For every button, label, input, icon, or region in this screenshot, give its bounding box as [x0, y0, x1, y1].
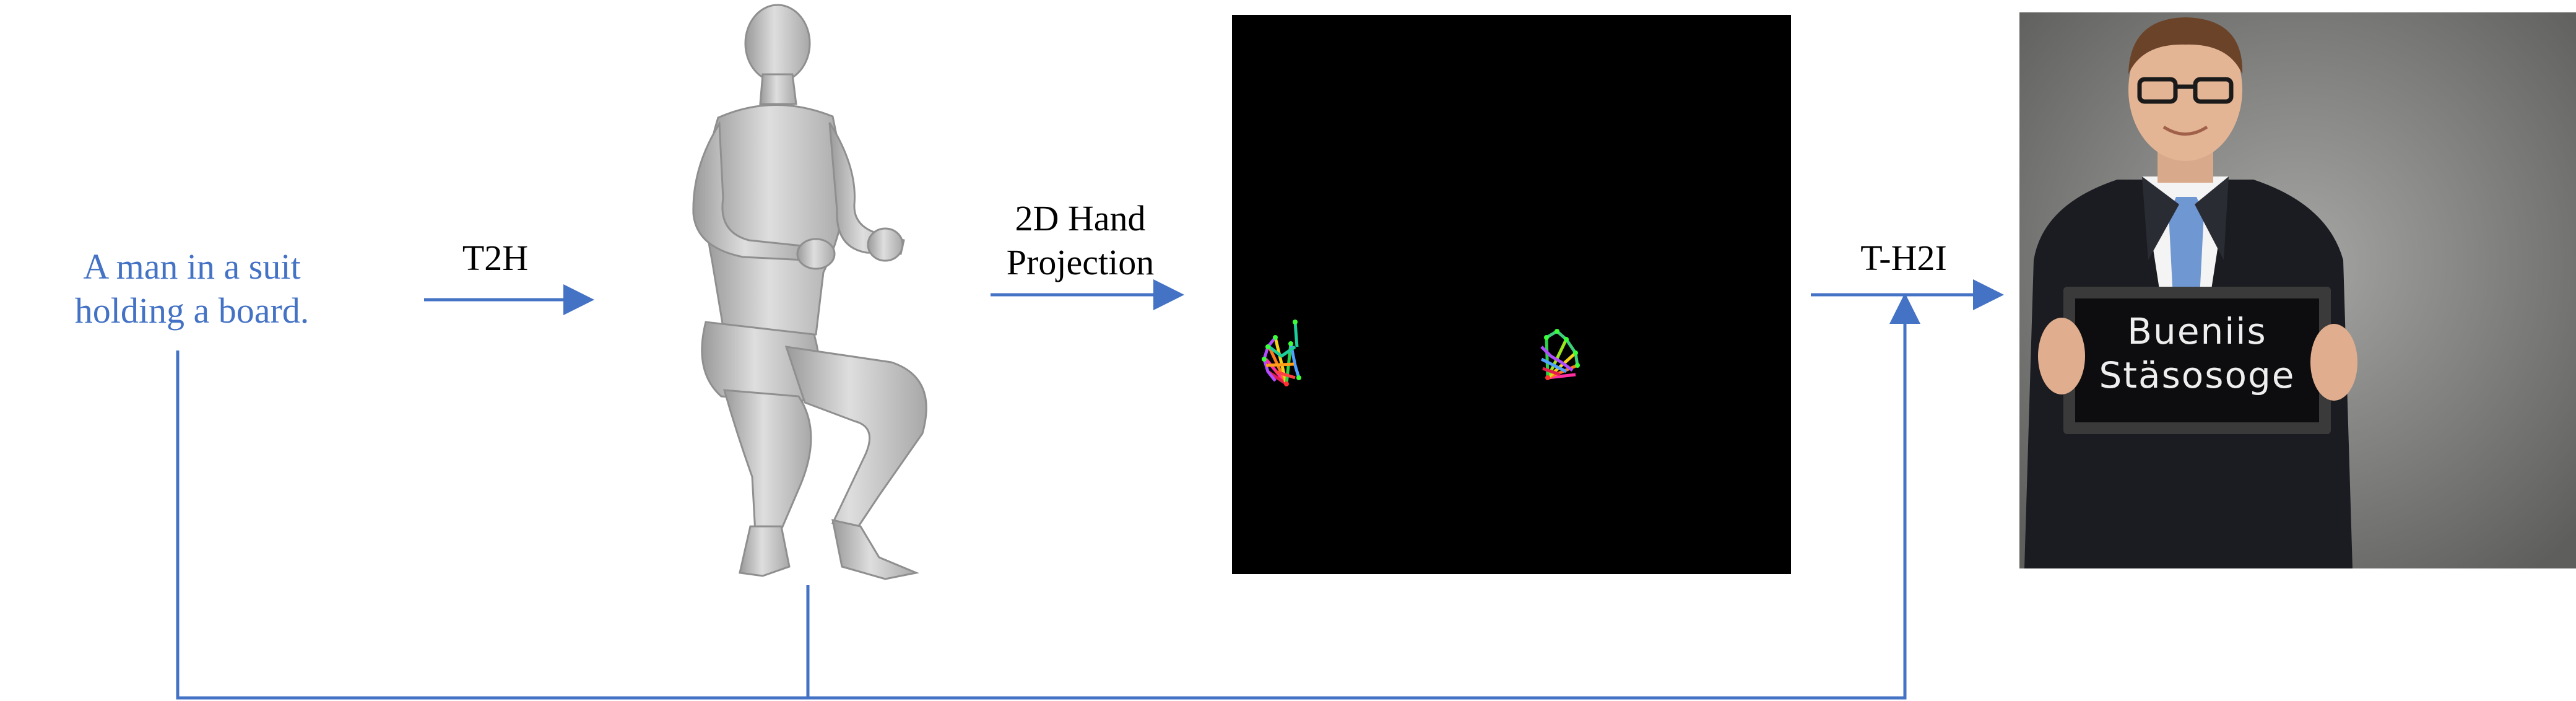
right-hand [2310, 324, 2357, 401]
projection-line-1: 2D Hand [1015, 198, 1146, 238]
projection-label: 2D Hand Projection [975, 197, 1186, 285]
man-in-suit-photo [2019, 12, 2576, 568]
board-line-2: Stäsosoge [2099, 354, 2296, 396]
human-mesh-figure [692, 4, 927, 580]
t2h-label: T2H [462, 238, 529, 278]
hand-projection-panel [1232, 15, 1791, 574]
projection-line-2: Projection [1006, 242, 1155, 282]
board-text: Bueniis Stäsosoge [2075, 310, 2319, 398]
left-hand [2038, 318, 2085, 394]
tie [2169, 197, 2204, 313]
prompt-line-2: holding a board. [74, 290, 310, 331]
text-prompt: A man in a suit holding a board. [50, 245, 334, 333]
th2i-label: T-H2I [1860, 238, 1947, 278]
text-feedback-line [176, 293, 1920, 700]
hand-keypoints-left [1262, 321, 1301, 386]
board-line-1: Bueniis [2127, 310, 2267, 352]
glasses-icon [2137, 77, 2234, 104]
hair [2128, 17, 2243, 74]
face [2128, 19, 2242, 161]
hand-keypoints-right-joints [1544, 329, 1580, 380]
hand-keypoints-left-joints [1262, 320, 1301, 386]
prompt-line-1: A man in a suit [83, 246, 301, 287]
